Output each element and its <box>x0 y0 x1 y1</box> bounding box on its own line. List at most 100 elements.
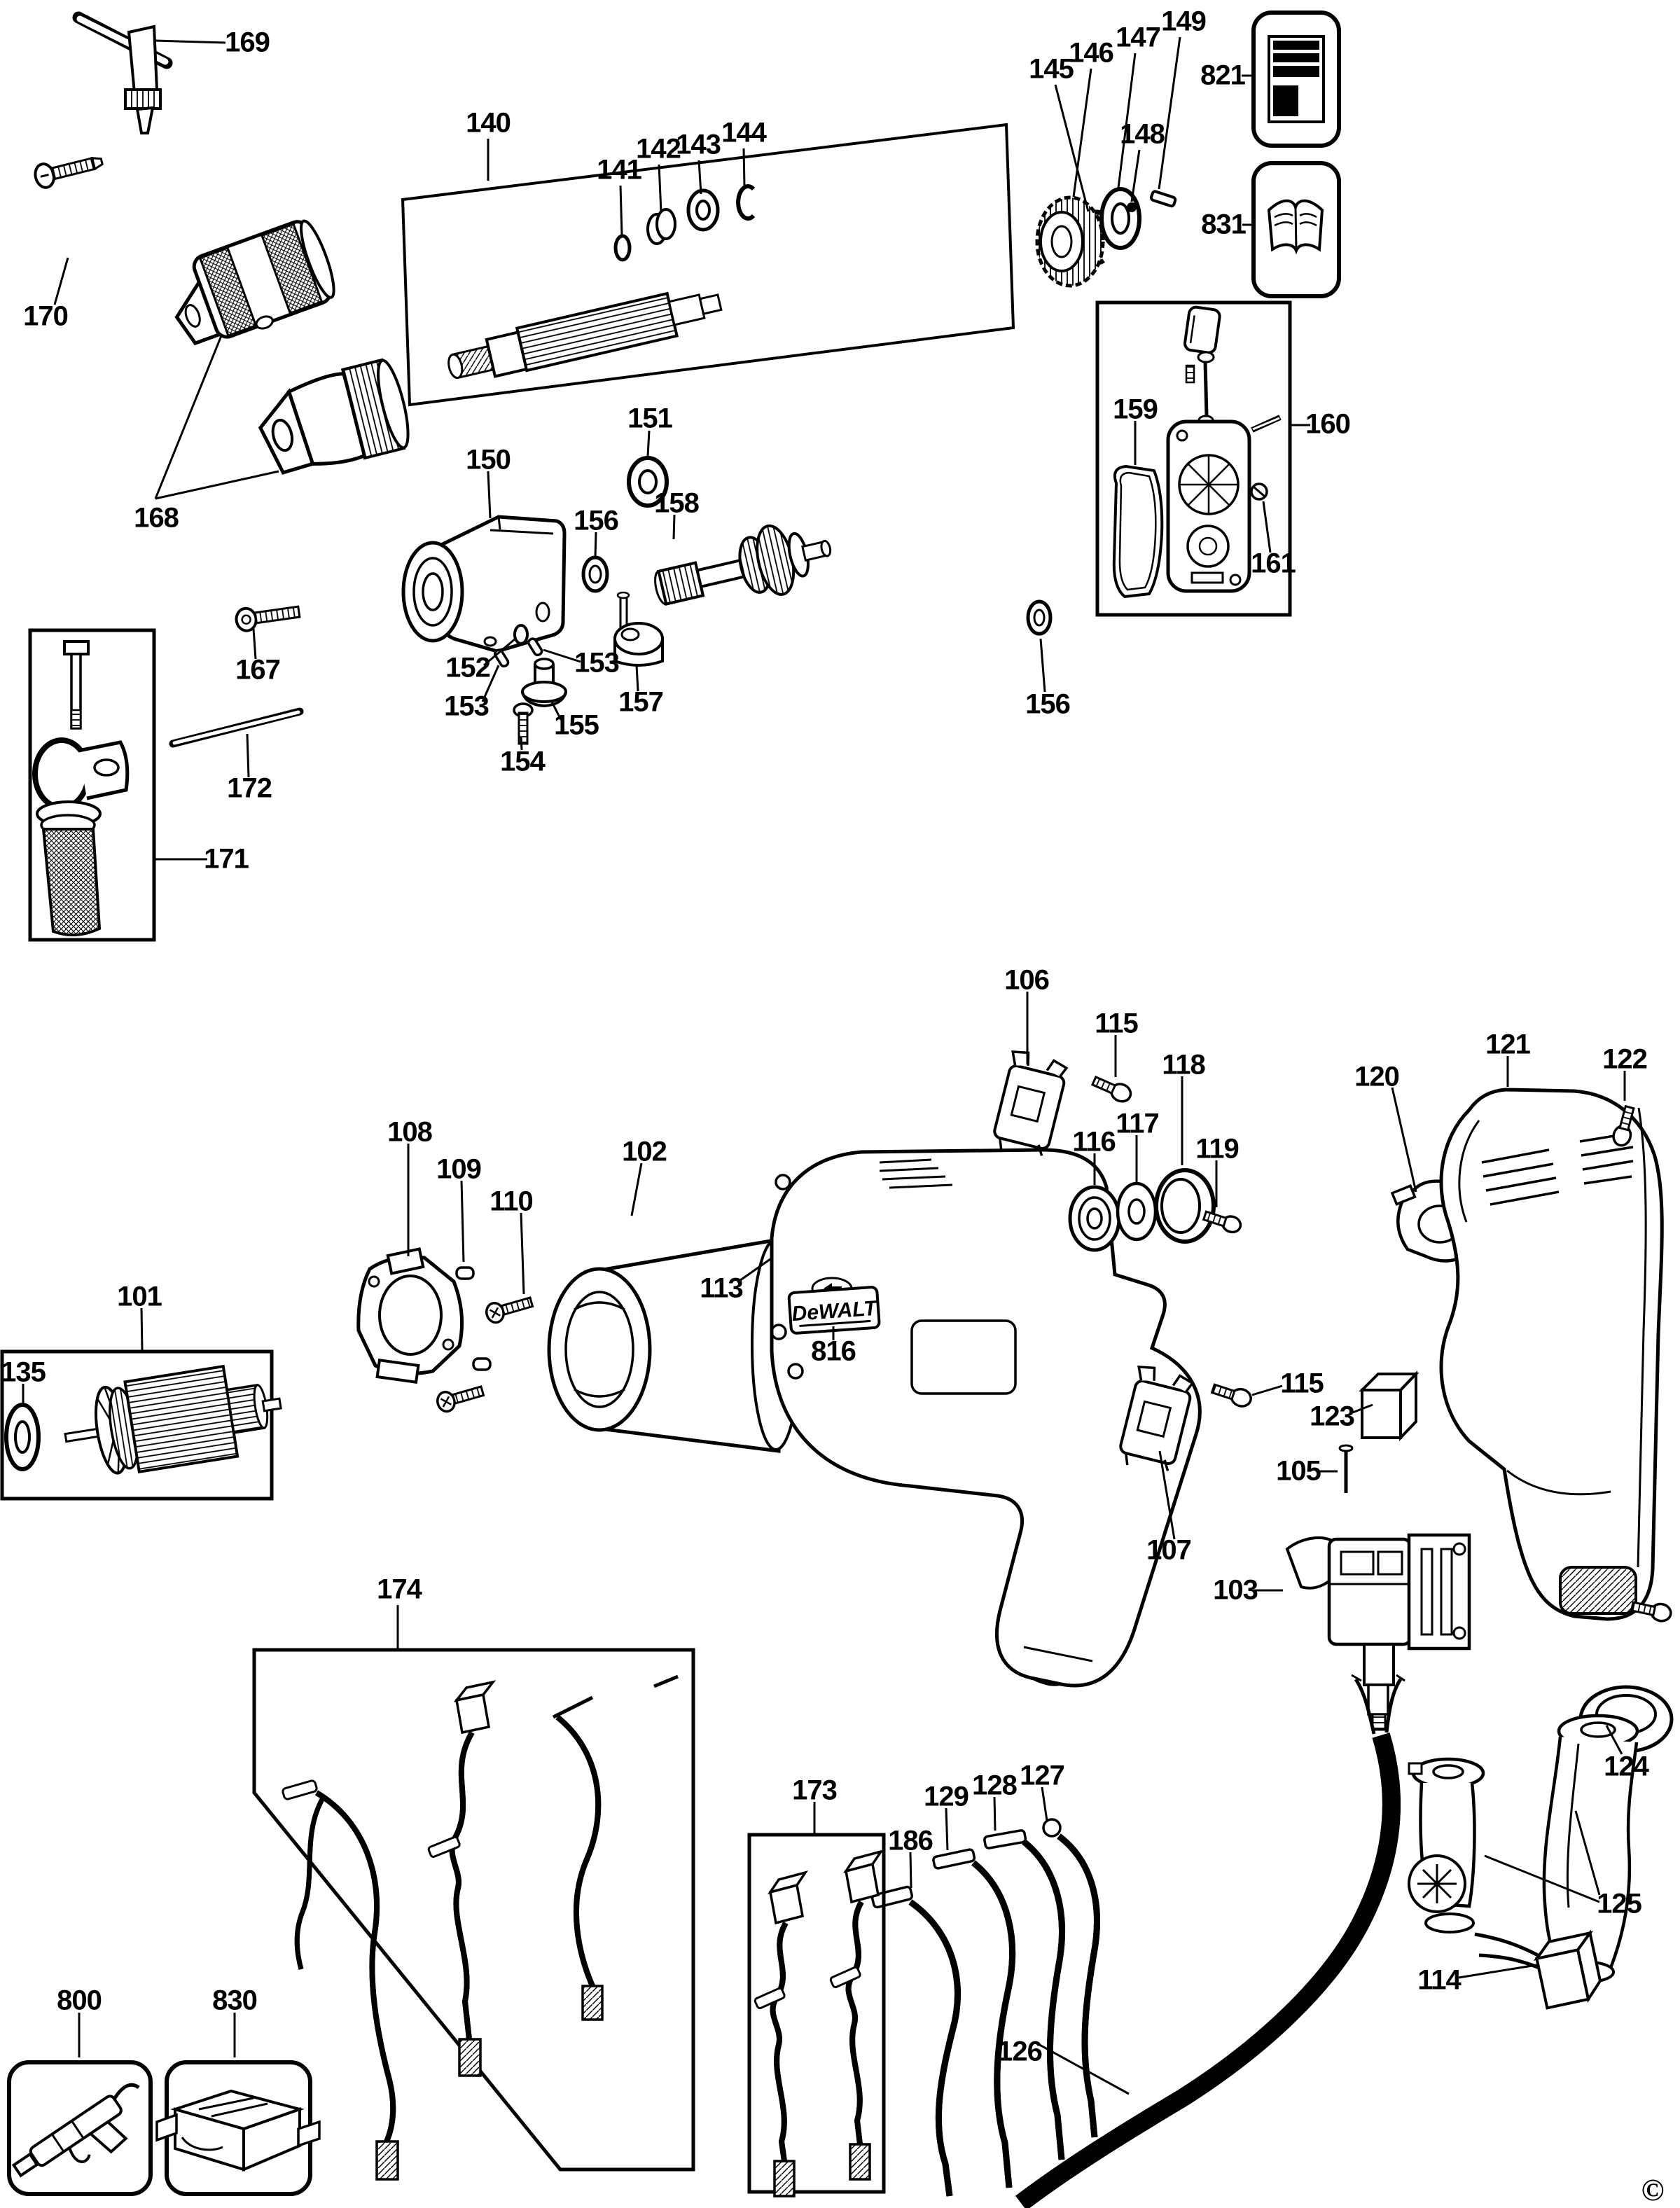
bearing-151 <box>627 456 669 508</box>
gear-case-half <box>1166 419 1251 593</box>
leader-line-186 <box>909 1852 912 1889</box>
copyright-symbol: © <box>1641 2173 1665 2207</box>
leader-line-172 <box>246 733 250 778</box>
leader-line-127 <box>1041 1786 1048 1821</box>
screw-167 <box>235 605 301 632</box>
bearing-135 <box>4 1403 41 1471</box>
gearcase-box-160 <box>1095 300 1292 617</box>
leader-line-161 <box>1262 501 1272 553</box>
leader-line-107 <box>1158 1450 1176 1540</box>
leader-line-153 <box>481 665 500 702</box>
nameplate-box-821 <box>1251 11 1341 148</box>
pin-153b <box>527 637 543 657</box>
lead-wire-127 <box>1042 1818 1097 2137</box>
eccentric-157 <box>613 591 664 667</box>
rod-172 <box>169 707 304 748</box>
leader-line-128 <box>993 1796 997 1831</box>
leader-line-145 <box>1054 84 1090 212</box>
screw-122a <box>1612 1104 1635 1147</box>
leader-line-150 <box>487 471 492 519</box>
handle-clamp <box>32 737 130 810</box>
leader-line-156 <box>1039 638 1046 693</box>
washer-117 <box>1116 1181 1158 1242</box>
o-ring-152 <box>513 624 529 645</box>
screw-154 <box>513 702 534 745</box>
leader-line-113 <box>737 1258 771 1284</box>
bearing-143 <box>686 188 720 232</box>
leader-line-129 <box>945 1807 949 1851</box>
armature-101 <box>64 1364 282 1475</box>
leader-line-110 <box>520 1212 525 1295</box>
switch-103 <box>1285 1533 1471 1731</box>
harness-wire-b <box>427 1680 497 2077</box>
kitbox-box-830 <box>155 2060 321 2196</box>
leader-line-101 <box>140 1307 144 1351</box>
washer-156b <box>1026 599 1053 636</box>
leader-line-149 <box>1158 36 1181 190</box>
leader-lines <box>22 36 1626 2095</box>
leader-line-167 <box>252 628 257 660</box>
handle-grip <box>36 800 102 937</box>
leader-line-141 <box>619 185 623 236</box>
leader-line-153 <box>543 648 581 663</box>
brush-assembly-b <box>829 1849 884 2181</box>
pin-105 <box>1338 1444 1354 1493</box>
leader-line-154 <box>520 736 523 751</box>
side-handle-box-171 <box>28 628 156 942</box>
brush-assembly-a <box>754 1870 809 2197</box>
leader-line-126 <box>1035 2041 1130 2095</box>
harness-box-174 <box>252 1648 695 2181</box>
leader-line-125 <box>1574 1810 1601 1896</box>
o-ring-141 <box>613 234 632 262</box>
gasket-159 <box>1112 464 1164 599</box>
screw-119 <box>1202 1210 1242 1234</box>
screw-161 <box>1250 482 1268 501</box>
leader-line-125 <box>1484 1854 1600 1903</box>
leader-line-169 <box>155 39 226 44</box>
grease-gun-box-800 <box>7 2060 153 2196</box>
pin-149 <box>1149 190 1177 208</box>
chuck-key <box>72 11 173 134</box>
harness-wire-a <box>282 1779 399 2181</box>
leader-line-148 <box>1130 149 1141 202</box>
screw-170 <box>34 156 104 189</box>
brush-holder-106 <box>993 1050 1069 1156</box>
leader-line-168 <box>155 470 279 500</box>
chuck-keyless <box>258 358 410 475</box>
pin-109a <box>455 1266 475 1280</box>
leader-line-109 <box>460 1180 465 1263</box>
brush-set-box-173 <box>747 1833 886 2197</box>
manual-box-831 <box>1251 161 1341 298</box>
leader-line-168 <box>154 333 223 499</box>
leader-line-143 <box>697 160 702 195</box>
leader-line-155 <box>550 701 562 721</box>
foam-block-123 <box>1359 1370 1419 1441</box>
connector-114 <box>1474 1929 1602 2010</box>
retaining-ring-144 <box>736 184 756 221</box>
gear-146 <box>1035 195 1105 288</box>
handle-cover-121 <box>1439 1088 1664 1621</box>
leader-line-142 <box>658 164 662 213</box>
leader-line-146 <box>1072 68 1092 197</box>
washer-156a <box>581 555 609 593</box>
ring-118 <box>1154 1168 1216 1244</box>
motor-housing-113 <box>770 1148 1202 1688</box>
bearing-bracket-108 <box>356 1247 464 1384</box>
washers-142 <box>646 208 676 245</box>
screw-122b <box>1630 1601 1672 1623</box>
screw-115b <box>1210 1383 1252 1408</box>
cord-protector-125a <box>1408 1757 1485 1933</box>
leader-line-156 <box>594 532 597 558</box>
clutch-ring-147 <box>1099 187 1141 250</box>
chuck-keyed <box>174 219 335 346</box>
power-cord-126 <box>1021 1674 1405 2208</box>
armature-box-101 <box>0 1349 274 1501</box>
ball-148 <box>1127 202 1137 212</box>
gear-shaft-158 <box>654 524 832 606</box>
leader-line-157 <box>635 665 639 692</box>
leader-line-152 <box>483 637 516 667</box>
gearbox-housing-150 <box>401 515 567 653</box>
leader-line-123 <box>1350 1403 1373 1415</box>
